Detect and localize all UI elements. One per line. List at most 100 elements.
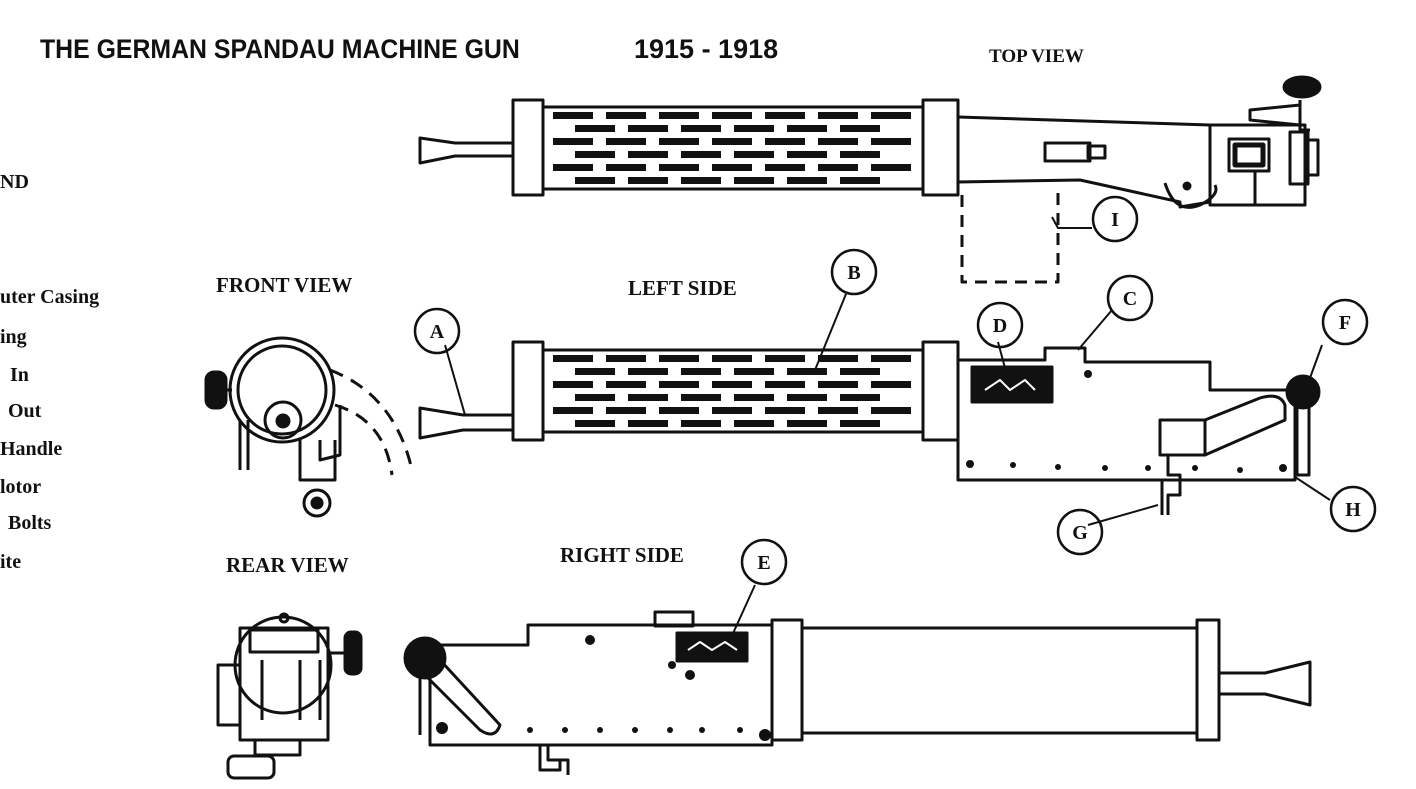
jacket-slot: [871, 381, 911, 388]
jacket-slot: [765, 138, 805, 145]
legend-item: Out: [8, 400, 42, 422]
jacket-slot: [818, 355, 858, 362]
jacket-slot: [659, 355, 699, 362]
jacket-slot: [659, 138, 699, 145]
left-side-drawing: [418, 293, 1331, 526]
jacket-slot: [575, 125, 615, 132]
legend-item: ite: [0, 551, 22, 573]
rear-view-drawing: [216, 612, 363, 780]
page-title: THE GERMAN SPANDAU MACHINE GUN: [40, 34, 520, 64]
callout-c: C: [1123, 288, 1137, 310]
jacket-slot: [606, 355, 646, 362]
jacket-slot: [787, 420, 827, 427]
jacket-slot: [628, 125, 668, 132]
jacket-slot: [553, 138, 593, 145]
jacket-slot: [765, 355, 805, 362]
jacket-slot: [871, 112, 911, 119]
callout-a: A: [430, 321, 445, 343]
callout-circles: [413, 195, 1377, 586]
jacket-slot: [871, 407, 911, 414]
callout-i: I: [1111, 209, 1119, 231]
jacket-slot: [681, 177, 721, 184]
jacket-slot: [575, 177, 615, 184]
jacket-slot: [840, 151, 880, 158]
legend-item: ND: [0, 171, 29, 193]
jacket-slot: [553, 164, 593, 171]
jacket-slot: [840, 420, 880, 427]
jacket-slot: [553, 355, 593, 362]
jacket-slot: [734, 368, 774, 375]
jacket-slot: [818, 112, 858, 119]
jacket-slot: [787, 177, 827, 184]
label-right-side: RIGHT SIDE: [560, 543, 684, 567]
legend-item: ing: [0, 326, 27, 348]
callout-h: H: [1345, 499, 1361, 521]
callout-f: F: [1339, 312, 1351, 334]
jacket-slot: [840, 177, 880, 184]
top-view-drawing: [418, 75, 1322, 284]
jacket-slot: [659, 164, 699, 171]
page-years: 1915 - 1918: [634, 34, 779, 64]
legend-item: In: [10, 364, 29, 386]
jacket-slot: [818, 381, 858, 388]
jacket-slot: [575, 151, 615, 158]
jacket-slot: [765, 164, 805, 171]
jacket-slot: [681, 420, 721, 427]
jacket-slot: [871, 355, 911, 362]
legend-item: Bolts: [8, 512, 52, 534]
jacket-slot: [628, 420, 668, 427]
jacket-slot: [628, 394, 668, 401]
jacket-slot: [712, 381, 752, 388]
jacket-slots-left: [553, 355, 911, 427]
jacket-slot: [818, 164, 858, 171]
jacket-slot: [606, 164, 646, 171]
jacket-slot: [840, 394, 880, 401]
jacket-slot: [681, 394, 721, 401]
jacket-slot: [606, 381, 646, 388]
callout-b: B: [847, 262, 860, 284]
jacket-slot: [712, 138, 752, 145]
jacket-slot: [818, 407, 858, 414]
jacket-slot: [734, 125, 774, 132]
jacket-slot: [787, 125, 827, 132]
jacket-slot: [606, 407, 646, 414]
legend-item: uter Casing: [0, 286, 100, 308]
jacket-slot: [575, 420, 615, 427]
jacket-slot: [712, 355, 752, 362]
jacket-slot: [787, 151, 827, 158]
jacket-slot: [765, 407, 805, 414]
jacket-slots-top: [553, 112, 911, 184]
jacket-slot: [871, 138, 911, 145]
jacket-slot: [681, 151, 721, 158]
jacket-slot: [681, 368, 721, 375]
jacket-slot: [681, 125, 721, 132]
jacket-slot: [734, 420, 774, 427]
jacket-slot: [659, 112, 699, 119]
callout-e: E: [757, 552, 770, 574]
legend-item: Handle: [0, 438, 63, 460]
jacket-slot: [553, 407, 593, 414]
label-top-view: TOP VIEW: [989, 46, 1084, 67]
jacket-slot: [659, 381, 699, 388]
callout-d: D: [993, 315, 1007, 337]
label-rear-view: REAR VIEW: [226, 553, 349, 577]
jacket-slot: [553, 112, 593, 119]
jacket-slot: [628, 177, 668, 184]
jacket-slot: [840, 125, 880, 132]
front-view-drawing: [204, 336, 414, 518]
label-left-side: LEFT SIDE: [628, 276, 737, 300]
jacket-slot: [787, 368, 827, 375]
jacket-slot: [606, 112, 646, 119]
jacket-slot: [765, 112, 805, 119]
jacket-slot: [575, 394, 615, 401]
jacket-slot: [871, 164, 911, 171]
jacket-slot: [734, 394, 774, 401]
jacket-slot: [734, 177, 774, 184]
jacket-slot: [818, 138, 858, 145]
jacket-slot: [628, 368, 668, 375]
label-front-view: FRONT VIEW: [216, 273, 353, 297]
jacket-slot: [606, 138, 646, 145]
jacket-slot: [712, 112, 752, 119]
jacket-slot: [553, 381, 593, 388]
